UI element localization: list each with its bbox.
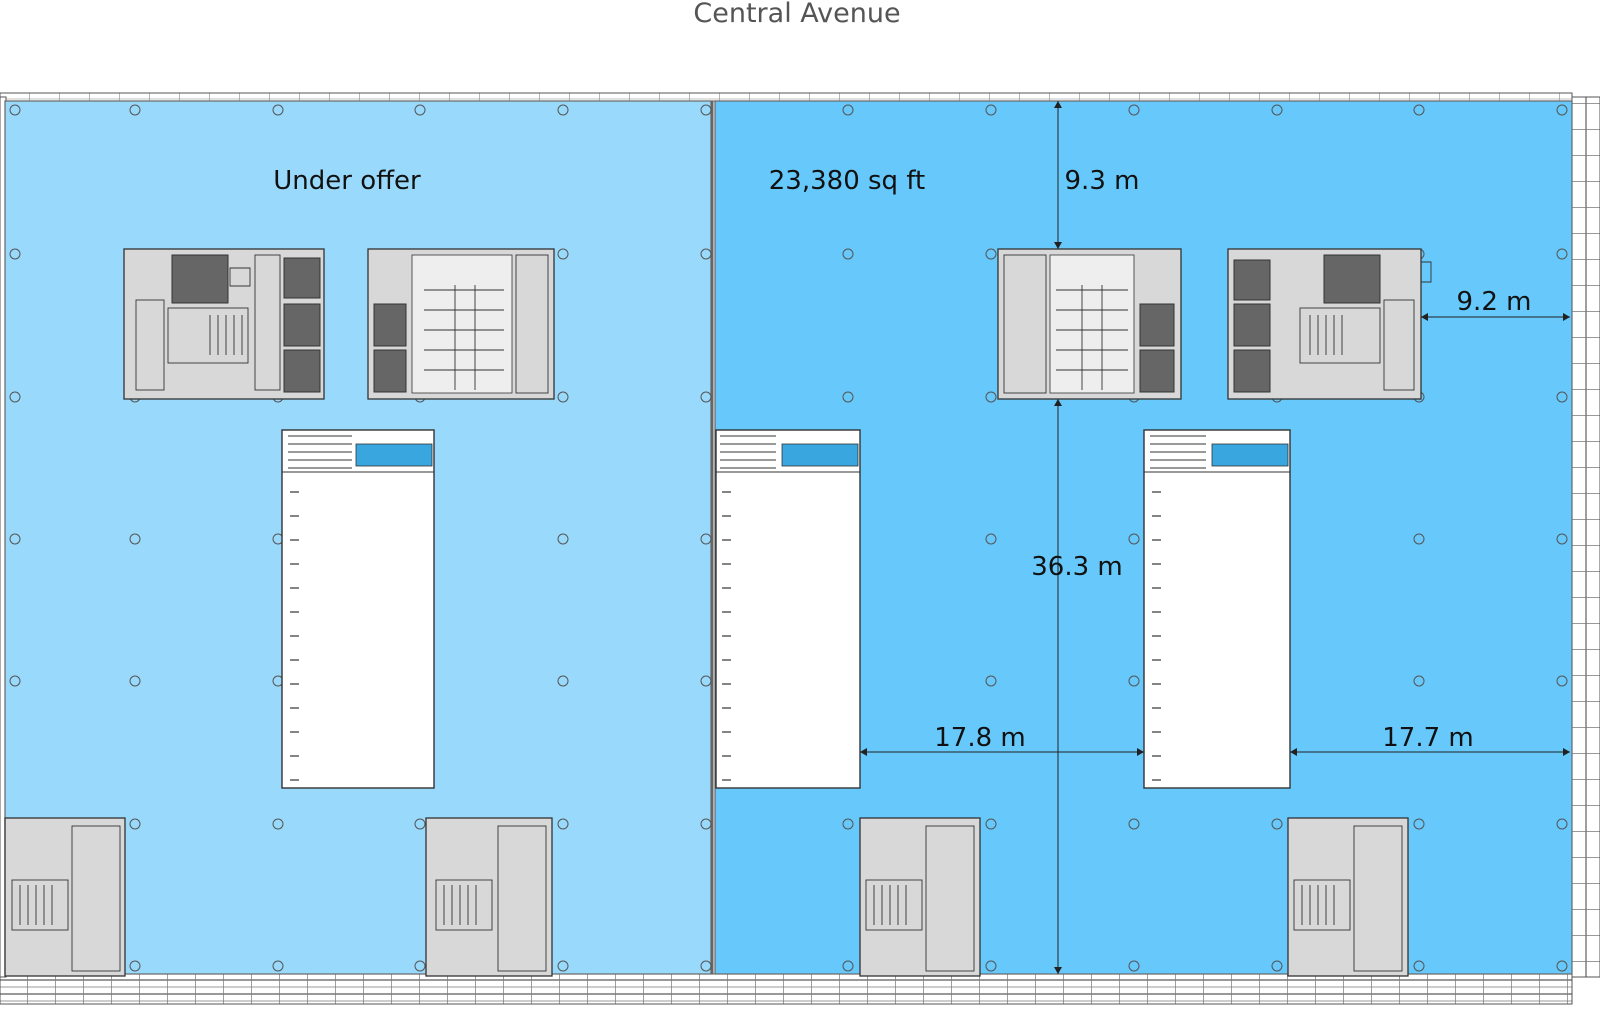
lift-icon xyxy=(1139,303,1175,347)
column-marker xyxy=(129,533,141,545)
stair-core-1 xyxy=(4,817,126,977)
dimension-side-depth: 9.2 m xyxy=(1457,287,1532,317)
column-marker xyxy=(1556,391,1568,403)
column-marker xyxy=(1271,104,1283,116)
stair-core-2 xyxy=(425,817,553,977)
column-marker xyxy=(985,818,997,830)
column-marker xyxy=(9,391,21,403)
column-marker xyxy=(842,960,854,972)
column-marker xyxy=(700,960,712,972)
column-marker xyxy=(700,104,712,116)
column-marker xyxy=(1271,960,1283,972)
column-marker xyxy=(1413,960,1425,972)
stair-core-4 xyxy=(1287,817,1409,977)
column-marker xyxy=(1413,104,1425,116)
lift-icon xyxy=(283,303,321,347)
column-marker xyxy=(129,104,141,116)
atrium-railings xyxy=(290,491,1161,781)
column-marker xyxy=(1413,818,1425,830)
lift-icon xyxy=(373,303,407,347)
dimension-span-a: 17.8 m xyxy=(934,723,1025,753)
dimension-total-depth: 36.3 m xyxy=(1031,552,1122,582)
column-marker xyxy=(557,104,569,116)
column-marker xyxy=(414,960,426,972)
column-marker xyxy=(557,391,569,403)
column-marker xyxy=(842,391,854,403)
column-marker xyxy=(1413,675,1425,687)
column-marker xyxy=(9,533,21,545)
column-marker xyxy=(985,675,997,687)
lift-icon xyxy=(373,349,407,393)
lift-core-a xyxy=(123,248,325,400)
dimension-lines xyxy=(860,101,1570,974)
column-marker xyxy=(985,391,997,403)
column-marker xyxy=(414,818,426,830)
lift-icon xyxy=(1323,254,1381,304)
wc-core-c xyxy=(997,248,1182,400)
atrium-c xyxy=(1143,429,1291,789)
column-marker xyxy=(985,248,997,260)
column-marker xyxy=(700,248,712,260)
facade-bottom xyxy=(0,973,1573,1005)
unit-area-label: 23,380 sq ft xyxy=(769,166,925,196)
column-marker xyxy=(557,818,569,830)
column-marker xyxy=(985,104,997,116)
column-marker xyxy=(700,391,712,403)
column-marker xyxy=(700,675,712,687)
column-marker xyxy=(272,818,284,830)
column-marker xyxy=(557,533,569,545)
column-marker xyxy=(9,248,21,260)
column-marker xyxy=(272,960,284,972)
dimension-span-b: 17.7 m xyxy=(1382,723,1473,753)
lift-icon xyxy=(283,349,321,393)
column-marker xyxy=(842,248,854,260)
lift-icon xyxy=(1233,303,1271,347)
column-marker xyxy=(700,533,712,545)
lift-icon xyxy=(1139,349,1175,393)
lift-icon xyxy=(1233,259,1271,301)
facade-top xyxy=(0,92,1573,102)
dimension-top-depth: 9.3 m xyxy=(1065,166,1140,196)
atrium-a xyxy=(281,429,435,789)
column-marker xyxy=(1128,960,1140,972)
column-marker xyxy=(557,675,569,687)
stair-core-3 xyxy=(859,817,981,977)
column-marker xyxy=(1128,818,1140,830)
column-marker xyxy=(1128,533,1140,545)
column-marker xyxy=(1128,675,1140,687)
column-marker xyxy=(700,818,712,830)
column-marker xyxy=(1271,818,1283,830)
lift-core-d xyxy=(1227,248,1432,400)
column-marker xyxy=(842,818,854,830)
street-name-label: Central Avenue xyxy=(693,0,900,29)
column-marker xyxy=(1556,818,1568,830)
column-marker xyxy=(1128,104,1140,116)
column-marker xyxy=(557,960,569,972)
column-marker xyxy=(1556,675,1568,687)
lift-icon xyxy=(1233,349,1271,393)
unit-under-offer-label: Under offer xyxy=(273,166,421,196)
column-marker xyxy=(129,818,141,830)
wc-core-b xyxy=(367,248,555,400)
column-marker xyxy=(414,104,426,116)
column-marker xyxy=(985,533,997,545)
column-marker xyxy=(985,960,997,972)
column-marker xyxy=(842,104,854,116)
column-marker xyxy=(129,675,141,687)
column-marker xyxy=(129,960,141,972)
column-marker xyxy=(1556,533,1568,545)
column-marker xyxy=(9,675,21,687)
lift-icon xyxy=(171,254,229,304)
column-marker xyxy=(9,104,21,116)
lift-icon xyxy=(283,257,321,299)
column-marker xyxy=(1413,533,1425,545)
column-marker xyxy=(1556,104,1568,116)
column-marker xyxy=(272,104,284,116)
column-marker xyxy=(1556,248,1568,260)
atrium-b xyxy=(715,429,861,789)
facade-right xyxy=(1571,96,1600,978)
column-marker xyxy=(1556,960,1568,972)
column-marker xyxy=(557,248,569,260)
